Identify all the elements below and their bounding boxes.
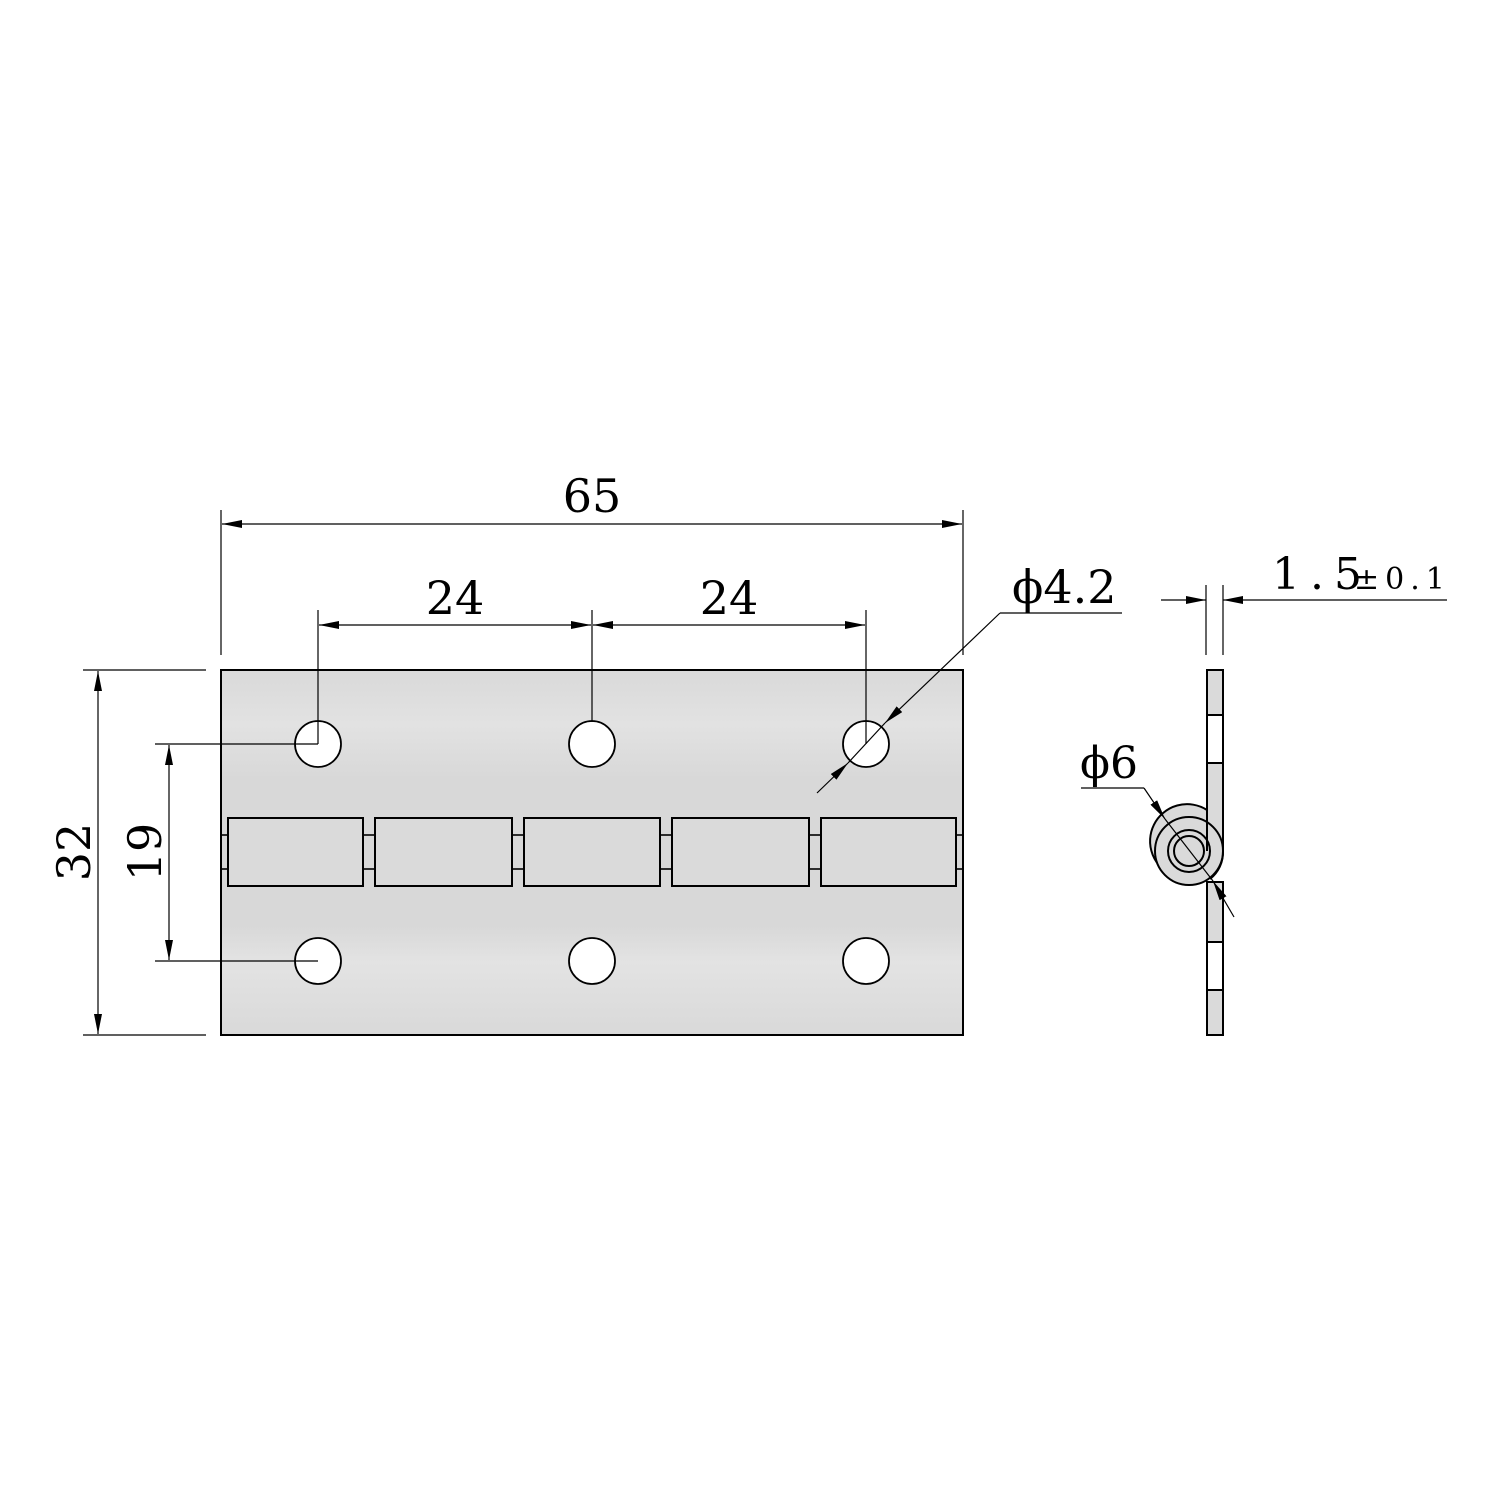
pin-diameter-label: ϕ6 bbox=[1080, 738, 1138, 789]
knuckle bbox=[374, 817, 513, 887]
side-leaf-lower-end bbox=[1206, 989, 1224, 1036]
pin-knuckle bbox=[1154, 816, 1224, 886]
knuckle bbox=[820, 817, 957, 887]
hole-spacing-left-label: 24 bbox=[426, 571, 485, 625]
side-hole-lower bbox=[1206, 941, 1224, 991]
dimension-pin-diameter: ϕ6 bbox=[1080, 738, 1235, 918]
thickness-tolerance-label: ±0.1 bbox=[1354, 562, 1451, 597]
dimension-overall-height: 32 bbox=[47, 669, 206, 1036]
overall-height-label: 32 bbox=[47, 823, 101, 882]
hole-row-spacing-label: 19 bbox=[118, 823, 172, 882]
overall-width-label: 65 bbox=[563, 469, 622, 523]
thickness-label: 1.5 bbox=[1272, 549, 1372, 600]
leaf-wrap-outer bbox=[1209, 763, 1225, 880]
side-leaf-upper bbox=[1206, 669, 1224, 716]
front-view: 65 24 24 32 19 bbox=[47, 469, 1122, 1036]
pin bbox=[1173, 835, 1205, 867]
knuckle bbox=[523, 817, 661, 887]
dimension-overall-width: 65 bbox=[220, 469, 964, 655]
dimension-thickness: 1.5 ±0.1 bbox=[1161, 549, 1451, 655]
dimension-hole-spacing: 24 24 bbox=[317, 571, 867, 744]
hinge-pin bbox=[221, 834, 963, 870]
pin-outer-ring bbox=[1167, 829, 1211, 873]
knuckles bbox=[227, 817, 957, 887]
hole-spacing-right-label: 24 bbox=[700, 571, 759, 625]
hole bbox=[568, 937, 616, 985]
hole bbox=[568, 720, 616, 768]
dimension-hole-row-spacing: 19 bbox=[118, 743, 318, 962]
dimension-hole-diameter: ϕ4.2 bbox=[816, 560, 1122, 794]
knuckle bbox=[227, 817, 364, 887]
side-leaf-lower bbox=[1206, 881, 1224, 943]
side-hole-upper bbox=[1206, 714, 1224, 764]
hole bbox=[842, 937, 890, 985]
knuckle bbox=[671, 817, 810, 887]
side-view: ϕ6 1.5 ±0.1 bbox=[1080, 549, 1451, 1036]
hole-diameter-label: ϕ4.2 bbox=[1012, 560, 1117, 614]
